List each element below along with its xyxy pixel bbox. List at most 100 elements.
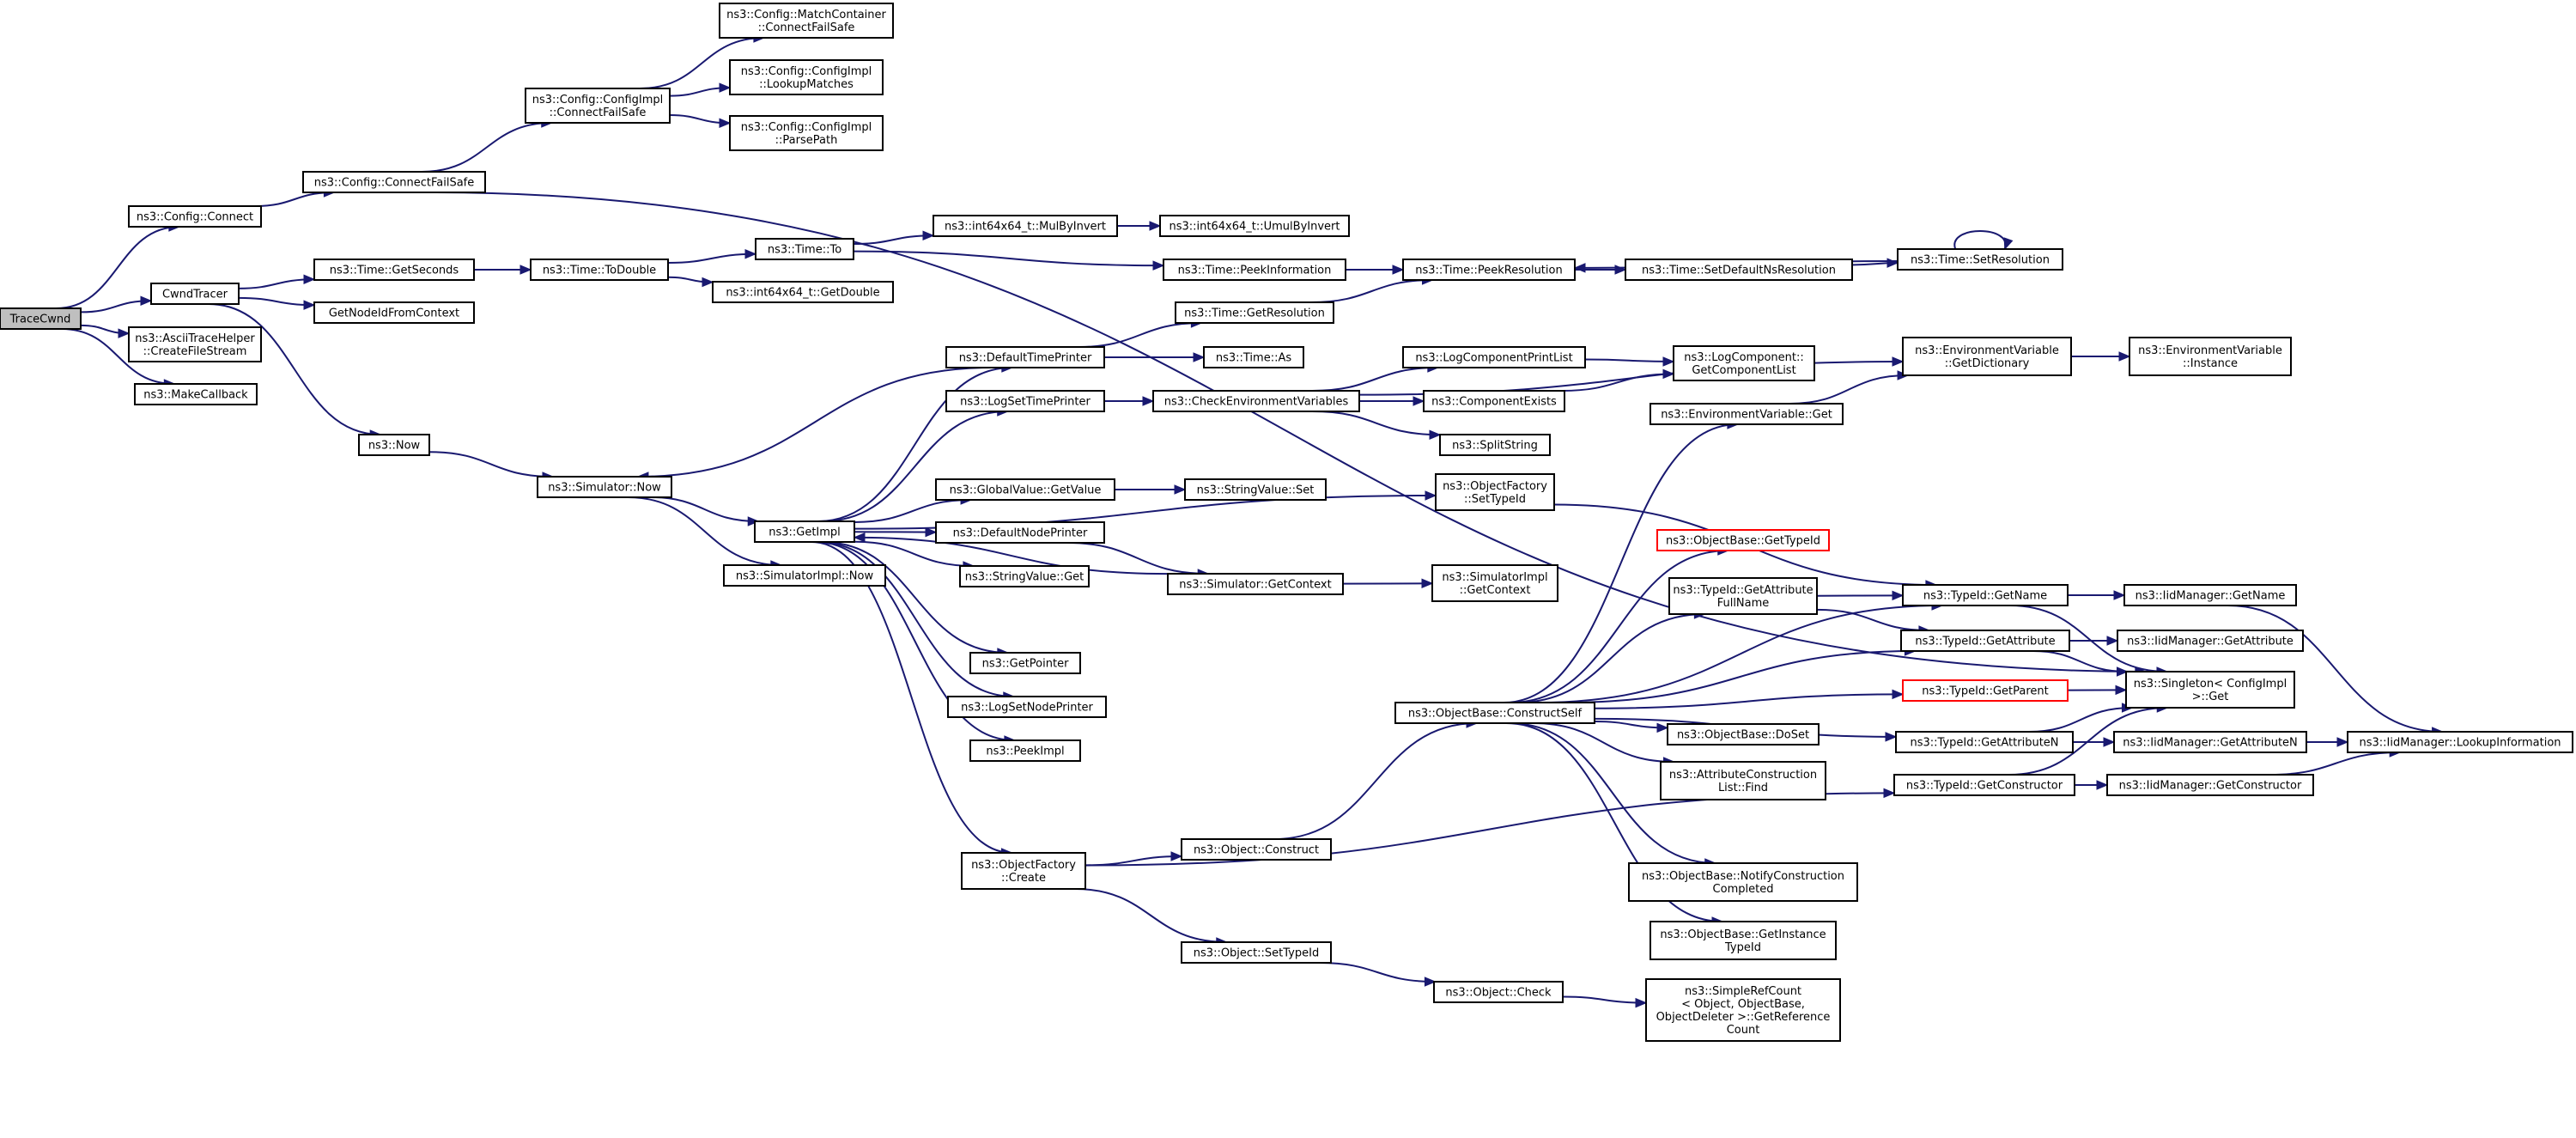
node-objectbase-gettypeid[interactable]: ns3::ObjectBase::GetTypeId: [1656, 529, 1830, 551]
node-objectbase-constructself[interactable]: ns3::ObjectBase::ConstructSelf: [1394, 702, 1595, 724]
edge-line: [61, 328, 175, 385]
node-globalvalue-getvalue[interactable]: ns3::GlobalValue::GetValue: [935, 478, 1115, 501]
node-cwndtracer[interactable]: CwndTracer: [150, 283, 240, 305]
node-time-getseconds[interactable]: ns3::Time::GetSeconds: [313, 259, 475, 281]
node-time-setresolution[interactable]: ns3::Time::SetResolution: [1897, 248, 2063, 271]
arrowhead: [1892, 590, 1905, 601]
node-getnodeid[interactable]: GetNodeIdFromContext: [313, 301, 475, 324]
node-iidmanager-getattribute[interactable]: ns3::IidManager::GetAttribute: [2117, 630, 2304, 652]
node-splitstring[interactable]: ns3::SplitString: [1439, 434, 1551, 456]
node-tracecwnd[interactable]: TraceCwnd: [0, 307, 82, 330]
edge-line: [1789, 374, 1909, 405]
node-typeid-getattribute[interactable]: ns3::TypeId::GetAttribute: [1900, 630, 2070, 652]
node-config-connect[interactable]: ns3::Config::Connect: [128, 205, 262, 228]
node-label: ns3::Config::ConfigImpl: [741, 121, 872, 134]
node-mc-cfs[interactable]: ns3::Config::MatchContainer::ConnectFail…: [719, 3, 894, 39]
node-defaultnodeprinter[interactable]: ns3::DefaultNodePrinter: [935, 521, 1105, 544]
node-object-settypeid[interactable]: ns3::Object::SetTypeId: [1181, 941, 1332, 964]
edge-line: [811, 541, 1012, 854]
edge-typeid-getattrfullname-to-typeid-getname: [1816, 590, 1905, 601]
node-envvar-get[interactable]: ns3::EnvironmentVariable::Get: [1649, 403, 1844, 425]
node-now[interactable]: ns3::Now: [358, 434, 430, 456]
node-simplerefcount[interactable]: ns3::SimpleRefCount< Object, ObjectBase,…: [1645, 978, 1841, 1042]
node-logcomponent-getlist[interactable]: ns3::LogComponent::GetComponentList: [1673, 345, 1815, 381]
node-logcomponentprintlist[interactable]: ns3::LogComponentPrintList: [1402, 346, 1586, 368]
node-objectfactory-settypeid[interactable]: ns3::ObjectFactory::SetTypeId: [1435, 473, 1555, 511]
node-int64-umulbyinvert[interactable]: ns3::int64x64_t::UmulByInvert: [1159, 215, 1350, 237]
edge-line: [815, 541, 1015, 741]
node-label: ::LookupMatches: [759, 78, 854, 91]
node-envvar-instance[interactable]: ns3::EnvironmentVariable::Instance: [2129, 337, 2292, 376]
node-objectbase-doset[interactable]: ns3::ObjectBase::DoSet: [1667, 723, 1820, 745]
node-time-getresolution[interactable]: ns3::Time::GetResolution: [1175, 301, 1334, 324]
node-typeid-getattributen[interactable]: ns3::TypeId::GetAttributeN: [1895, 731, 2074, 753]
node-simulator-now[interactable]: ns3::Simulator::Now: [537, 476, 672, 498]
edge-line: [640, 37, 764, 89]
node-objectbase-notify[interactable]: ns3::ObjectBase::NotifyConstructionCompl…: [1628, 862, 1858, 902]
node-lookupmatches[interactable]: ns3::Config::ConfigImpl::LookupMatches: [729, 59, 884, 95]
node-typeid-getconstructor[interactable]: ns3::TypeId::GetConstructor: [1893, 774, 2075, 796]
edge-line: [1564, 650, 1916, 703]
node-iidmanager-getconstructor[interactable]: ns3::IidManager::GetConstructor: [2106, 774, 2314, 796]
arrowhead: [1152, 260, 1165, 271]
node-time-as[interactable]: ns3::Time::As: [1203, 346, 1304, 368]
node-iidmanager-getname[interactable]: ns3::IidManager::GetName: [2123, 584, 2297, 606]
node-logsetnodeprinter[interactable]: ns3::LogSetNodePrinter: [947, 696, 1107, 718]
node-label: ns3::ObjectBase::DoSet: [1677, 729, 1809, 742]
edge-line: [1532, 722, 1674, 763]
arrowhead: [925, 526, 938, 538]
node-config-cfs[interactable]: ns3::Config::ConnectFailSafe: [302, 171, 486, 193]
node-objectfactory-create[interactable]: ns3::ObjectFactory::Create: [961, 852, 1086, 890]
node-makecallback[interactable]: ns3::MakeCallback: [134, 383, 258, 405]
node-label: ns3::DefaultTimePrinter: [959, 352, 1092, 365]
node-label: ns3::ObjectBase::ConstructSelf: [1408, 708, 1583, 721]
node-label: < Object, ObjectBase,: [1681, 998, 1805, 1011]
node-stringvalue-get[interactable]: ns3::StringValue::Get: [959, 565, 1090, 587]
node-time-todouble[interactable]: ns3::Time::ToDouble: [530, 259, 669, 281]
node-time-peekresolution[interactable]: ns3::Time::PeekResolution: [1402, 259, 1576, 281]
node-label: ns3::IidManager::GetAttribute: [2127, 636, 2293, 648]
node-box: [1152, 390, 1360, 412]
edge-line: [1078, 322, 1202, 348]
node-peekimpl[interactable]: ns3::PeekImpl: [969, 739, 1081, 762]
node-object-construct[interactable]: ns3::Object::Construct: [1181, 838, 1332, 861]
node-int64-getdouble[interactable]: ns3::int64x64_t::GetDouble: [712, 281, 894, 303]
node-box: [1902, 337, 2072, 376]
node-stringvalue-set[interactable]: ns3::StringValue::Set: [1184, 478, 1327, 501]
node-envvar-getdict[interactable]: ns3::EnvironmentVariable::GetDictionary: [1902, 337, 2072, 376]
node-logsettimeprinter[interactable]: ns3::LogSetTimePrinter: [945, 390, 1105, 412]
node-label: ns3::TypeId::GetAttributeN: [1910, 737, 2058, 750]
node-typeid-getname[interactable]: ns3::TypeId::GetName: [1902, 584, 2069, 606]
node-simulatorimpl-now[interactable]: ns3::SimulatorImpl::Now: [723, 564, 886, 587]
arrowhead: [1892, 689, 1905, 700]
node-getimpl[interactable]: ns3::GetImpl: [754, 520, 855, 543]
node-parsepath[interactable]: ns3::Config::ConfigImpl::ParsePath: [729, 115, 884, 151]
node-time-peekinformation[interactable]: ns3::Time::PeekInformation: [1163, 259, 1346, 281]
node-time-setdefaultns[interactable]: ns3::Time::SetDefaultNsResolution: [1625, 259, 1853, 281]
node-getpointer[interactable]: ns3::GetPointer: [969, 652, 1081, 674]
node-componentexists[interactable]: ns3::ComponentExists: [1423, 390, 1565, 412]
node-label: ::SetTypeId: [1464, 493, 1526, 506]
arrowhead: [719, 82, 732, 93]
node-singleton-get[interactable]: ns3::Singleton< ConfigImpl >::Get: [2125, 671, 2295, 709]
node-defaulttimeprinter[interactable]: ns3::DefaultTimePrinter: [945, 346, 1105, 368]
node-simulator-getcontext[interactable]: ns3::Simulator::GetContext: [1167, 573, 1344, 595]
node-object-check[interactable]: ns3::Object::Check: [1433, 981, 1564, 1003]
node-simulatorimpl-getcontext[interactable]: ns3::SimulatorImpl::GetContext: [1431, 564, 1558, 602]
edge-typeid-getattribute-to-iidmanager-getattribute: [2069, 636, 2119, 646]
node-checkenv[interactable]: ns3::CheckEnvironmentVariables: [1152, 390, 1360, 412]
node-configimpl-cfs[interactable]: ns3::Config::ConfigImpl::ConnectFailSafe: [525, 88, 671, 124]
node-int64-mulbyinvert[interactable]: ns3::int64x64_t::MulByInvert: [933, 215, 1118, 237]
node-box: [134, 383, 258, 405]
node-time-to[interactable]: ns3::Time::To: [755, 238, 854, 260]
node-label: GetComponentList: [1692, 364, 1795, 377]
edge-envvar-getdict-to-envvar-instance: [2071, 351, 2131, 362]
node-iidmanager-getattributen[interactable]: ns3::IidManager::GetAttributeN: [2113, 731, 2307, 753]
node-typeid-getparent[interactable]: ns3::TypeId::GetParent: [1902, 679, 2069, 702]
node-label: ns3::GetImpl: [769, 526, 841, 539]
node-ascii-create[interactable]: ns3::AsciiTraceHelper::CreateFileStream: [128, 326, 262, 362]
node-iidmanager-lookupinformation[interactable]: ns3::IidManager::LookupInformation: [2347, 731, 2573, 753]
